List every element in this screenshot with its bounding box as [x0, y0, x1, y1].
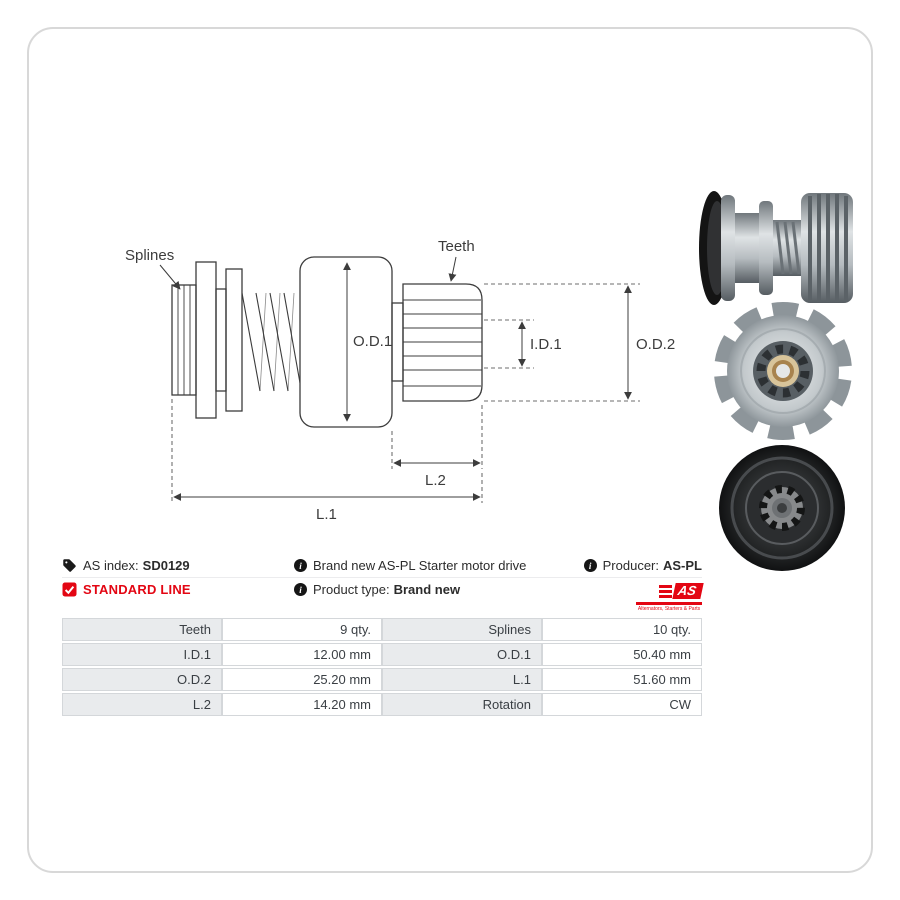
spec-value: 12.00 mm — [222, 643, 382, 666]
spec-table: Teeth 9 qty. Splines 10 qty. I.D.1 12.00… — [62, 616, 702, 718]
logo-bar — [636, 602, 702, 605]
producer-value: AS-PL — [663, 558, 702, 573]
spec-label: L.2 — [62, 693, 222, 716]
producer-label: Producer: — [602, 558, 659, 573]
label-od1: O.D.1 — [353, 333, 392, 350]
label-l2: L.2 — [425, 472, 446, 489]
product-description: i Brand new AS-PL Starter motor drive — [294, 558, 527, 573]
label-od2: O.D.2 — [636, 336, 675, 353]
product-type-value: Brand new — [393, 582, 461, 597]
splines-leader-arrow — [159, 264, 181, 290]
standard-line-label: STANDARD LINE — [83, 582, 191, 597]
info-icon: i — [294, 583, 307, 596]
spec-label: Rotation — [382, 693, 542, 716]
technical-drawing: Splines Teeth O.D.1 I.D.1 O.D.2 L.2 L.1 — [125, 238, 675, 523]
product-type-text: Product type:Brand new — [313, 582, 460, 597]
logo-stripes-icon — [658, 584, 672, 598]
description-text: Brand new AS-PL Starter motor drive — [313, 558, 527, 573]
spec-row: O.D.2 25.20 mm L.1 51.60 mm — [62, 668, 702, 691]
producer-text: Producer: AS-PL — [603, 558, 702, 573]
logo-row: AS — [636, 582, 704, 600]
label-l1: L.1 — [316, 506, 337, 523]
spec-value: 51.60 mm — [542, 668, 702, 691]
tag-icon — [63, 559, 76, 572]
spec-label: Teeth — [62, 618, 222, 641]
as-index-text: AS index:SD0129 — [83, 558, 190, 573]
gear-outline — [402, 283, 483, 402]
spec-label: Splines — [382, 618, 542, 641]
product-photo-back — [719, 445, 845, 571]
spec-label: L.1 — [382, 668, 542, 691]
product-type-label: Product type: — [313, 582, 390, 597]
spec-value: 10 qty. — [542, 618, 702, 641]
card-border — [27, 27, 873, 873]
spring-coil — [241, 292, 301, 392]
dimension-lines — [159, 256, 640, 503]
teeth-leader-arrow — [448, 256, 457, 282]
aspl-logo: AS Alternators, Starters & Parts — [636, 582, 704, 612]
spec-value: 14.20 mm — [222, 693, 382, 716]
info-icon: i — [294, 559, 307, 572]
info-row-2: STANDARD LINE i Product type:Brand new A… — [62, 577, 704, 616]
product-photo-side — [699, 191, 853, 305]
as-index: AS index:SD0129 — [62, 558, 294, 573]
product-type: i Product type:Brand new — [294, 582, 527, 597]
product-info-block: AS index:SD0129 i Brand new AS-PL Starte… — [62, 554, 704, 616]
spec-label: O.D.2 — [62, 668, 222, 691]
info-icon: i — [583, 559, 597, 572]
spec-row: Teeth 9 qty. Splines 10 qty. — [62, 618, 702, 641]
brand-logo-area: AS Alternators, Starters & Parts — [527, 582, 704, 612]
check-square-icon — [62, 582, 77, 597]
label-id1: I.D.1 — [530, 336, 562, 353]
logo-wordmark: AS — [672, 583, 704, 599]
spec-label: I.D.1 — [62, 643, 222, 666]
spec-value: CW — [542, 693, 702, 716]
spec-row: I.D.1 12.00 mm O.D.1 50.40 mm — [62, 643, 702, 666]
product-photo-front — [714, 302, 852, 440]
starter-drive-outline — [171, 256, 483, 428]
spec-value: 25.20 mm — [222, 668, 382, 691]
as-index-label: AS index: — [83, 558, 139, 573]
standard-line: STANDARD LINE — [62, 582, 294, 597]
logo-tagline: Alternators, Starters & Parts — [637, 606, 701, 612]
spec-value: 9 qty. — [222, 618, 382, 641]
label-splines: Splines — [125, 247, 174, 264]
producer: i Producer: AS-PL — [527, 558, 702, 573]
info-row-1: AS index:SD0129 i Brand new AS-PL Starte… — [62, 554, 702, 577]
as-index-value: SD0129 — [142, 558, 190, 573]
label-teeth: Teeth — [438, 238, 475, 255]
spec-value: 50.40 mm — [542, 643, 702, 666]
spec-row: L.2 14.20 mm Rotation CW — [62, 693, 702, 716]
spec-label: O.D.1 — [382, 643, 542, 666]
